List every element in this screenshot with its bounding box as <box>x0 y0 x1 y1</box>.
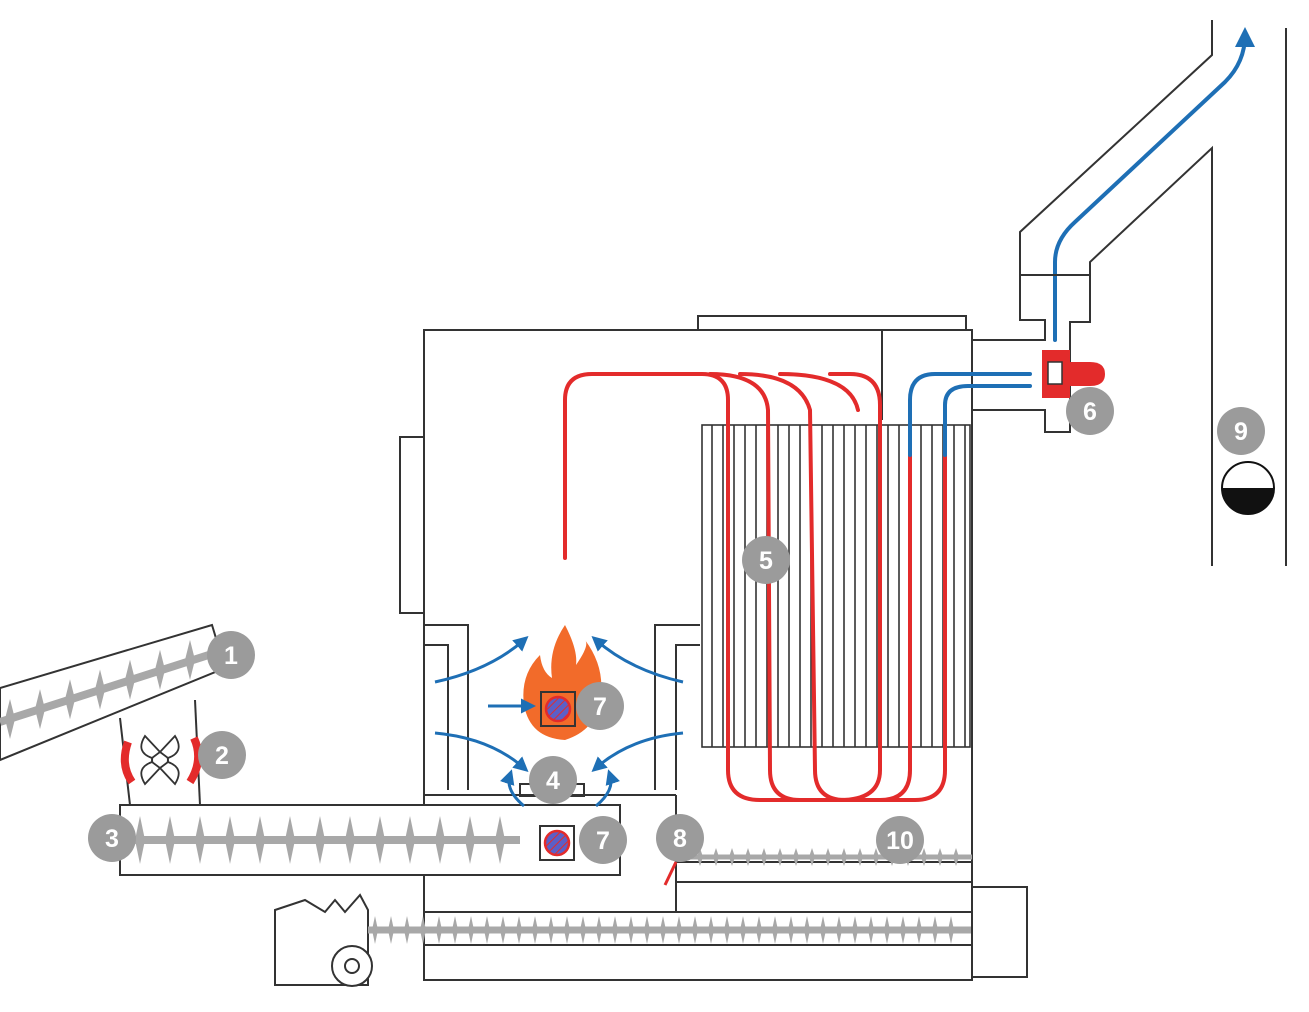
ash-removal-icon <box>274 886 1028 987</box>
svg-text:1: 1 <box>224 642 238 670</box>
svg-text:3: 3 <box>105 825 119 853</box>
badge-4: 4 <box>529 756 577 804</box>
pressure-gauge-icon <box>1221 461 1275 515</box>
badge-6: 6 <box>1066 387 1114 435</box>
boiler-body <box>399 315 973 981</box>
badge-7-flame: 7 <box>576 682 624 730</box>
svg-text:10: 10 <box>886 827 914 855</box>
svg-text:4: 4 <box>546 767 560 795</box>
svg-text:7: 7 <box>593 693 607 721</box>
badge-1: 1 <box>207 631 255 679</box>
igniter-icon <box>539 825 575 861</box>
svg-text:5: 5 <box>759 547 773 575</box>
svg-text:2: 2 <box>215 742 229 770</box>
badge-3: 3 <box>88 814 136 862</box>
feed-auger-icon <box>115 804 621 876</box>
flue-gas-flow <box>908 27 1255 457</box>
flue-fan-icon <box>1042 350 1105 398</box>
badge-9: 9 <box>1217 407 1265 455</box>
ash-auger-icon <box>663 848 972 886</box>
badge-5: 5 <box>742 536 790 584</box>
badge-8: 8 <box>656 814 704 862</box>
badge-10: 10 <box>876 816 924 864</box>
svg-text:8: 8 <box>673 825 687 853</box>
svg-text:9: 9 <box>1234 418 1248 446</box>
hot-gas-flow <box>563 372 947 802</box>
heat-exchanger-icon <box>701 424 971 748</box>
svg-text:6: 6 <box>1083 398 1097 426</box>
chimney-icon <box>972 20 1287 566</box>
air-flow-arrows <box>434 636 684 808</box>
badge-2: 2 <box>198 731 246 779</box>
svg-text:7: 7 <box>596 827 610 855</box>
badge-7-feed: 7 <box>579 816 627 864</box>
rotary-valve-icon <box>119 699 203 809</box>
